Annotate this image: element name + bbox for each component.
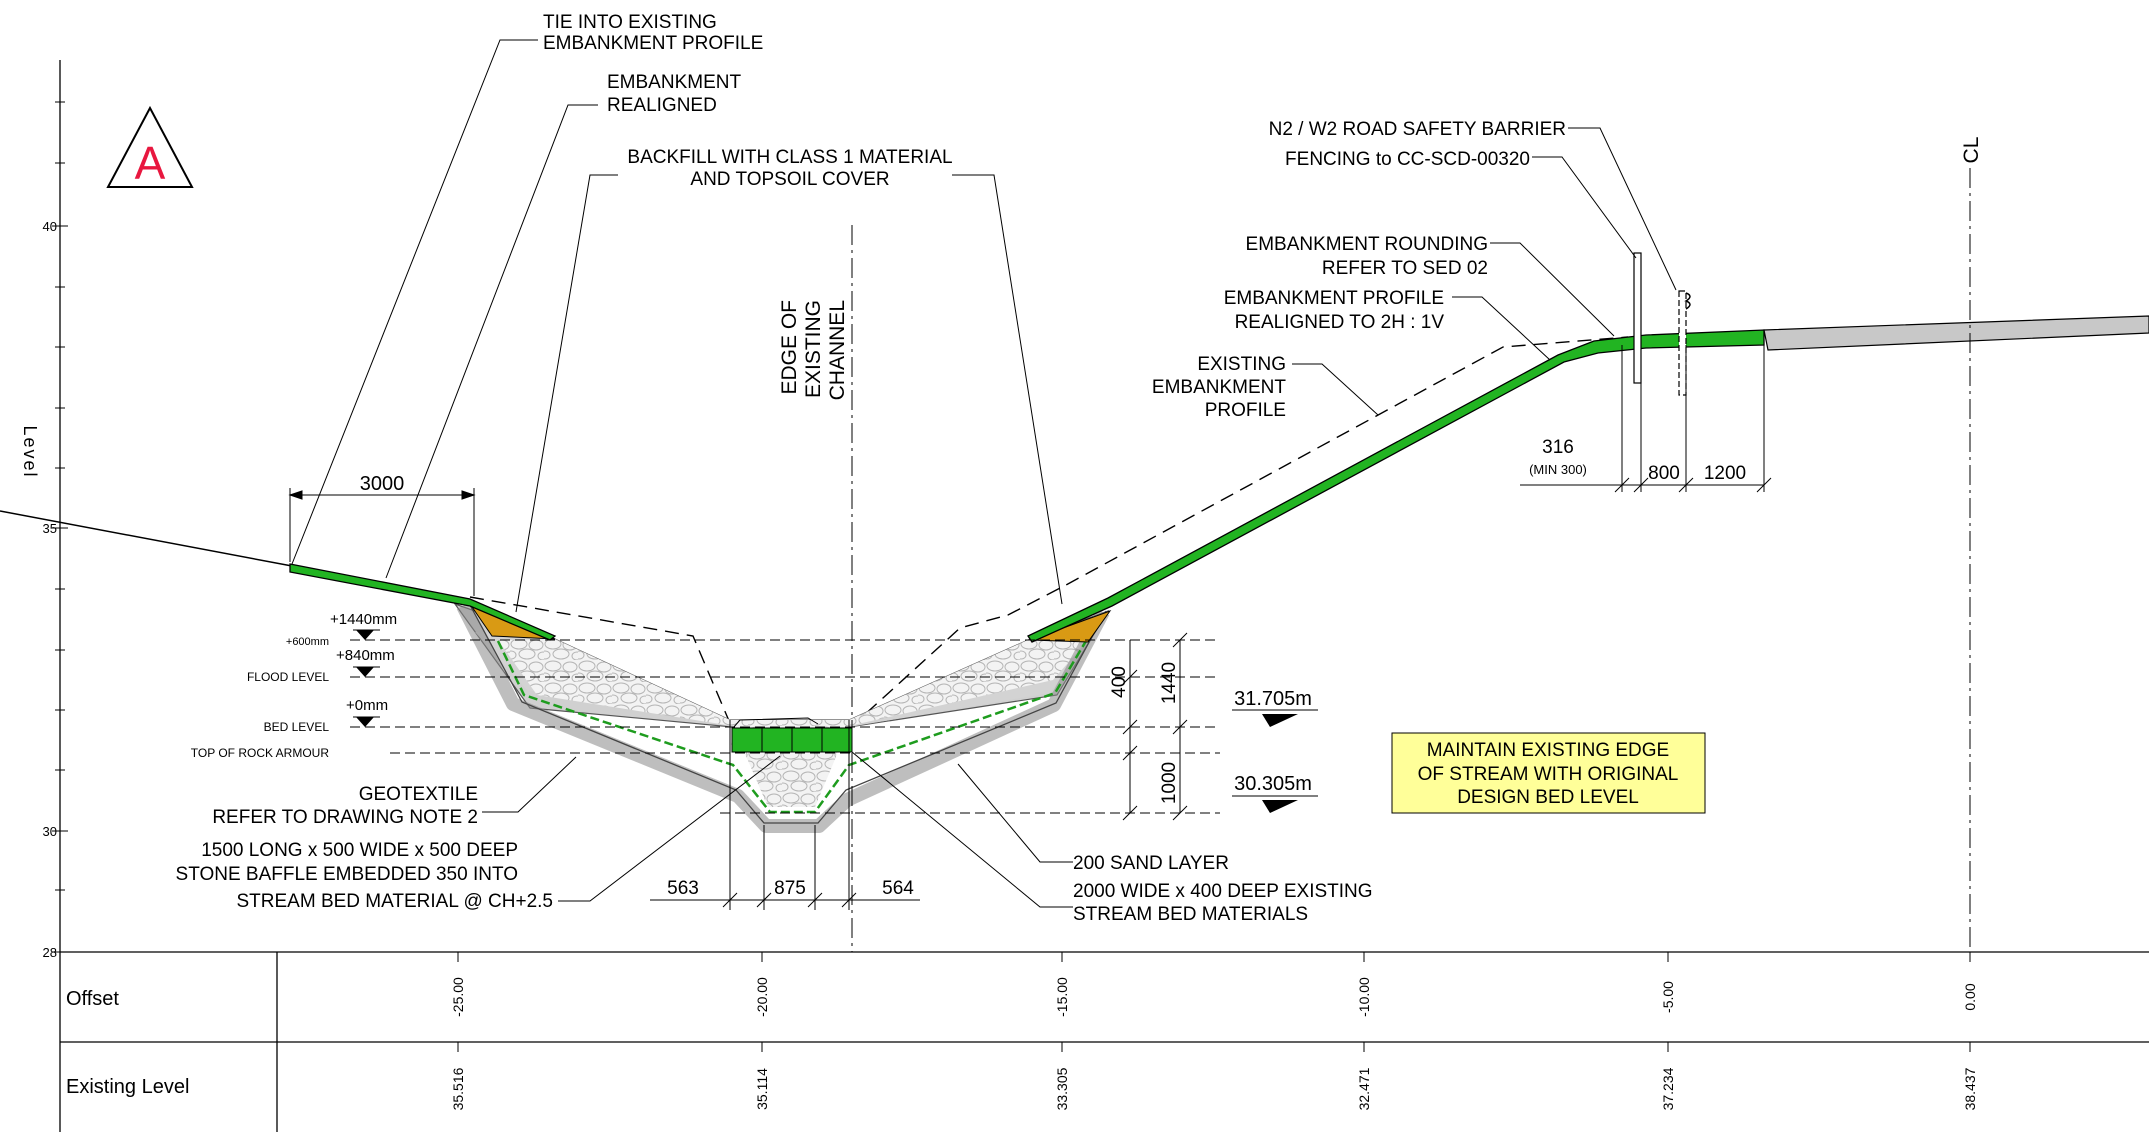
level-marks: +1440mm +600mm +840mm FLOOD LEVEL +0mm B… xyxy=(191,611,1220,814)
callout-profile-line-1: EMBANKMENT PROFILE xyxy=(1224,288,1444,309)
callout-existing-line-1: EXISTING xyxy=(1197,354,1286,375)
row-header-offset: Offset xyxy=(66,988,119,1010)
elev-31705: 31.705m xyxy=(1234,688,1312,710)
edge-channel-line-3: CHANNEL xyxy=(826,300,849,400)
edge-channel-label: EDGE OF EXISTING CHANNEL xyxy=(778,300,849,400)
callout-rounding-line-2: REFER TO SED 02 xyxy=(1322,258,1488,279)
mark-plus-1440: +1440mm xyxy=(330,611,397,628)
offset-value: -10.00 xyxy=(1356,977,1372,1017)
callout-profile-line-2: REALIGNED TO 2H : 1V xyxy=(1235,312,1445,333)
callout-backfill-line-1: BACKFILL WITH CLASS 1 MATERIAL xyxy=(627,147,952,168)
safety-barrier-and-fence xyxy=(1633,252,1691,396)
mark-plus-600: +600mm xyxy=(286,636,329,648)
dim-563: 563 xyxy=(667,878,699,899)
dim-400: 400 xyxy=(1109,666,1130,698)
callout-baffle: 1500 LONG x 500 WIDE x 500 DEEP STONE BA… xyxy=(176,840,553,912)
offset-value: -15.00 xyxy=(1054,977,1070,1017)
existing-level-value: 38.437 xyxy=(1962,1067,1978,1110)
callout-geotextile-line-1: GEOTEXTILE xyxy=(359,784,478,805)
channel-rock-armour xyxy=(453,602,1110,833)
dim-316: 316 xyxy=(1542,437,1574,458)
callout-existing-profile: EXISTING EMBANKMENT PROFILE xyxy=(1152,354,1286,421)
callout-backfill: BACKFILL WITH CLASS 1 MATERIAL AND TOPSO… xyxy=(627,147,952,190)
elevation-markers xyxy=(1232,709,1318,813)
existing-level-value: 33.305 xyxy=(1054,1067,1070,1110)
callout-tie-in: TIE INTO EXISTING EMBANKMENT PROFILE xyxy=(543,12,763,54)
note-line-3: DESIGN BED LEVEL xyxy=(1457,787,1639,808)
centerline-label: CL xyxy=(1960,137,1983,164)
note-box: MAINTAIN EXISTING EDGE OF STREAM WITH OR… xyxy=(1391,732,1706,814)
callout-realigned-line-1: EMBANKMENT xyxy=(607,72,741,93)
level-axis-label: Level xyxy=(20,425,40,478)
mark-plus-840: +840mm xyxy=(336,647,395,664)
mark-plus-0: +0mm xyxy=(346,697,388,714)
section-marker: A xyxy=(106,105,194,189)
dim-875: 875 xyxy=(774,878,806,899)
dimension-3000 xyxy=(288,488,476,596)
dim-316-note: (MIN 300) xyxy=(1529,462,1587,477)
callout-stream-bed-line-1: 2000 WIDE x 400 DEEP EXISTING xyxy=(1073,881,1373,902)
dim-800: 800 xyxy=(1648,463,1680,484)
dim-564: 564 xyxy=(882,878,914,899)
level-tick-35: 35 xyxy=(43,521,57,536)
callout-stream-bed: 2000 WIDE x 400 DEEP EXISTING STREAM BED… xyxy=(1073,881,1373,925)
callout-tie-in-line-1: TIE INTO EXISTING xyxy=(543,12,717,33)
offset-value: -5.00 xyxy=(1660,981,1676,1013)
callout-realigned-line-2: REALIGNED xyxy=(607,95,717,116)
mark-rock-armour: TOP OF ROCK ARMOUR xyxy=(191,746,330,760)
edge-channel-line-2: EXISTING xyxy=(802,300,825,398)
section-letter: A xyxy=(135,137,166,189)
callout-geotextile-line-2: REFER TO DRAWING NOTE 2 xyxy=(212,807,478,828)
level-tick-40: 40 xyxy=(43,219,57,234)
callout-realigned: EMBANKMENT REALIGNED xyxy=(607,72,741,116)
callout-baffle-line-1: 1500 LONG x 500 WIDE x 500 DEEP xyxy=(201,840,518,861)
callout-rounding: EMBANKMENT ROUNDING REFER TO SED 02 xyxy=(1246,234,1488,279)
callout-tie-in-line-2: EMBANKMENT PROFILE xyxy=(543,33,763,54)
callout-baffle-line-3: STREAM BED MATERIAL @ CH+2.5 xyxy=(237,891,554,912)
callout-fencing: FENCING to CC-SCD-00320 xyxy=(1285,149,1530,170)
dim-1000: 1000 xyxy=(1159,762,1180,804)
centerlines xyxy=(851,168,1971,952)
dim-1440: 1440 xyxy=(1159,662,1180,704)
dimension-vertical xyxy=(1122,632,1188,821)
mark-bed-level: BED LEVEL xyxy=(264,720,330,734)
row-header-existing-level: Existing Level xyxy=(66,1076,189,1098)
dimension-road xyxy=(1520,345,1772,493)
callout-sand: 200 SAND LAYER xyxy=(1073,853,1229,874)
existing-level-value: 35.114 xyxy=(754,1068,770,1110)
callout-rounding-line-1: EMBANKMENT ROUNDING xyxy=(1246,234,1488,255)
level-axis: 40 35 30 28 Level xyxy=(20,60,68,960)
callout-existing-line-3: PROFILE xyxy=(1205,400,1286,421)
existing-level-value: 35.516 xyxy=(450,1067,466,1110)
note-line-2: OF STREAM WITH ORIGINAL xyxy=(1418,764,1679,785)
dim-3000: 3000 xyxy=(360,473,405,495)
data-table: Offset Existing Level -25.00 -20.00 -15.… xyxy=(59,951,2149,1132)
topsoil-wedges xyxy=(468,602,1112,643)
dim-1200: 1200 xyxy=(1704,463,1746,484)
edge-channel-line-1: EDGE OF xyxy=(778,300,801,395)
elev-30305: 30.305m xyxy=(1234,773,1312,795)
callout-existing-line-2: EMBANKMENT xyxy=(1152,377,1286,398)
existing-level-value: 32.471 xyxy=(1356,1067,1372,1110)
note-line-1: MAINTAIN EXISTING EDGE xyxy=(1427,740,1669,761)
callout-profile: EMBANKMENT PROFILE REALIGNED TO 2H : 1V xyxy=(1224,288,1445,333)
mark-flood-level: FLOOD LEVEL xyxy=(247,670,329,684)
offset-value: -25.00 xyxy=(450,977,466,1017)
leader-lines xyxy=(291,39,1677,908)
offset-value: 0.00 xyxy=(1962,983,1978,1010)
callout-backfill-line-2: AND TOPSOIL COVER xyxy=(690,169,889,190)
level-tick-28: 28 xyxy=(43,945,57,960)
callout-stream-bed-line-2: STREAM BED MATERIALS xyxy=(1073,904,1308,925)
stone-baffle xyxy=(731,717,853,753)
dimension-bottom xyxy=(650,720,920,910)
callout-baffle-line-2: STONE BAFFLE EMBEDDED 350 INTO xyxy=(176,864,518,885)
callout-barrier: N2 / W2 ROAD SAFETY BARRIER xyxy=(1269,119,1566,140)
level-tick-30: 30 xyxy=(43,824,57,839)
callout-geotextile: GEOTEXTILE REFER TO DRAWING NOTE 2 xyxy=(212,784,478,828)
offset-value: -20.00 xyxy=(754,977,770,1017)
existing-level-value: 37.234 xyxy=(1660,1067,1676,1110)
